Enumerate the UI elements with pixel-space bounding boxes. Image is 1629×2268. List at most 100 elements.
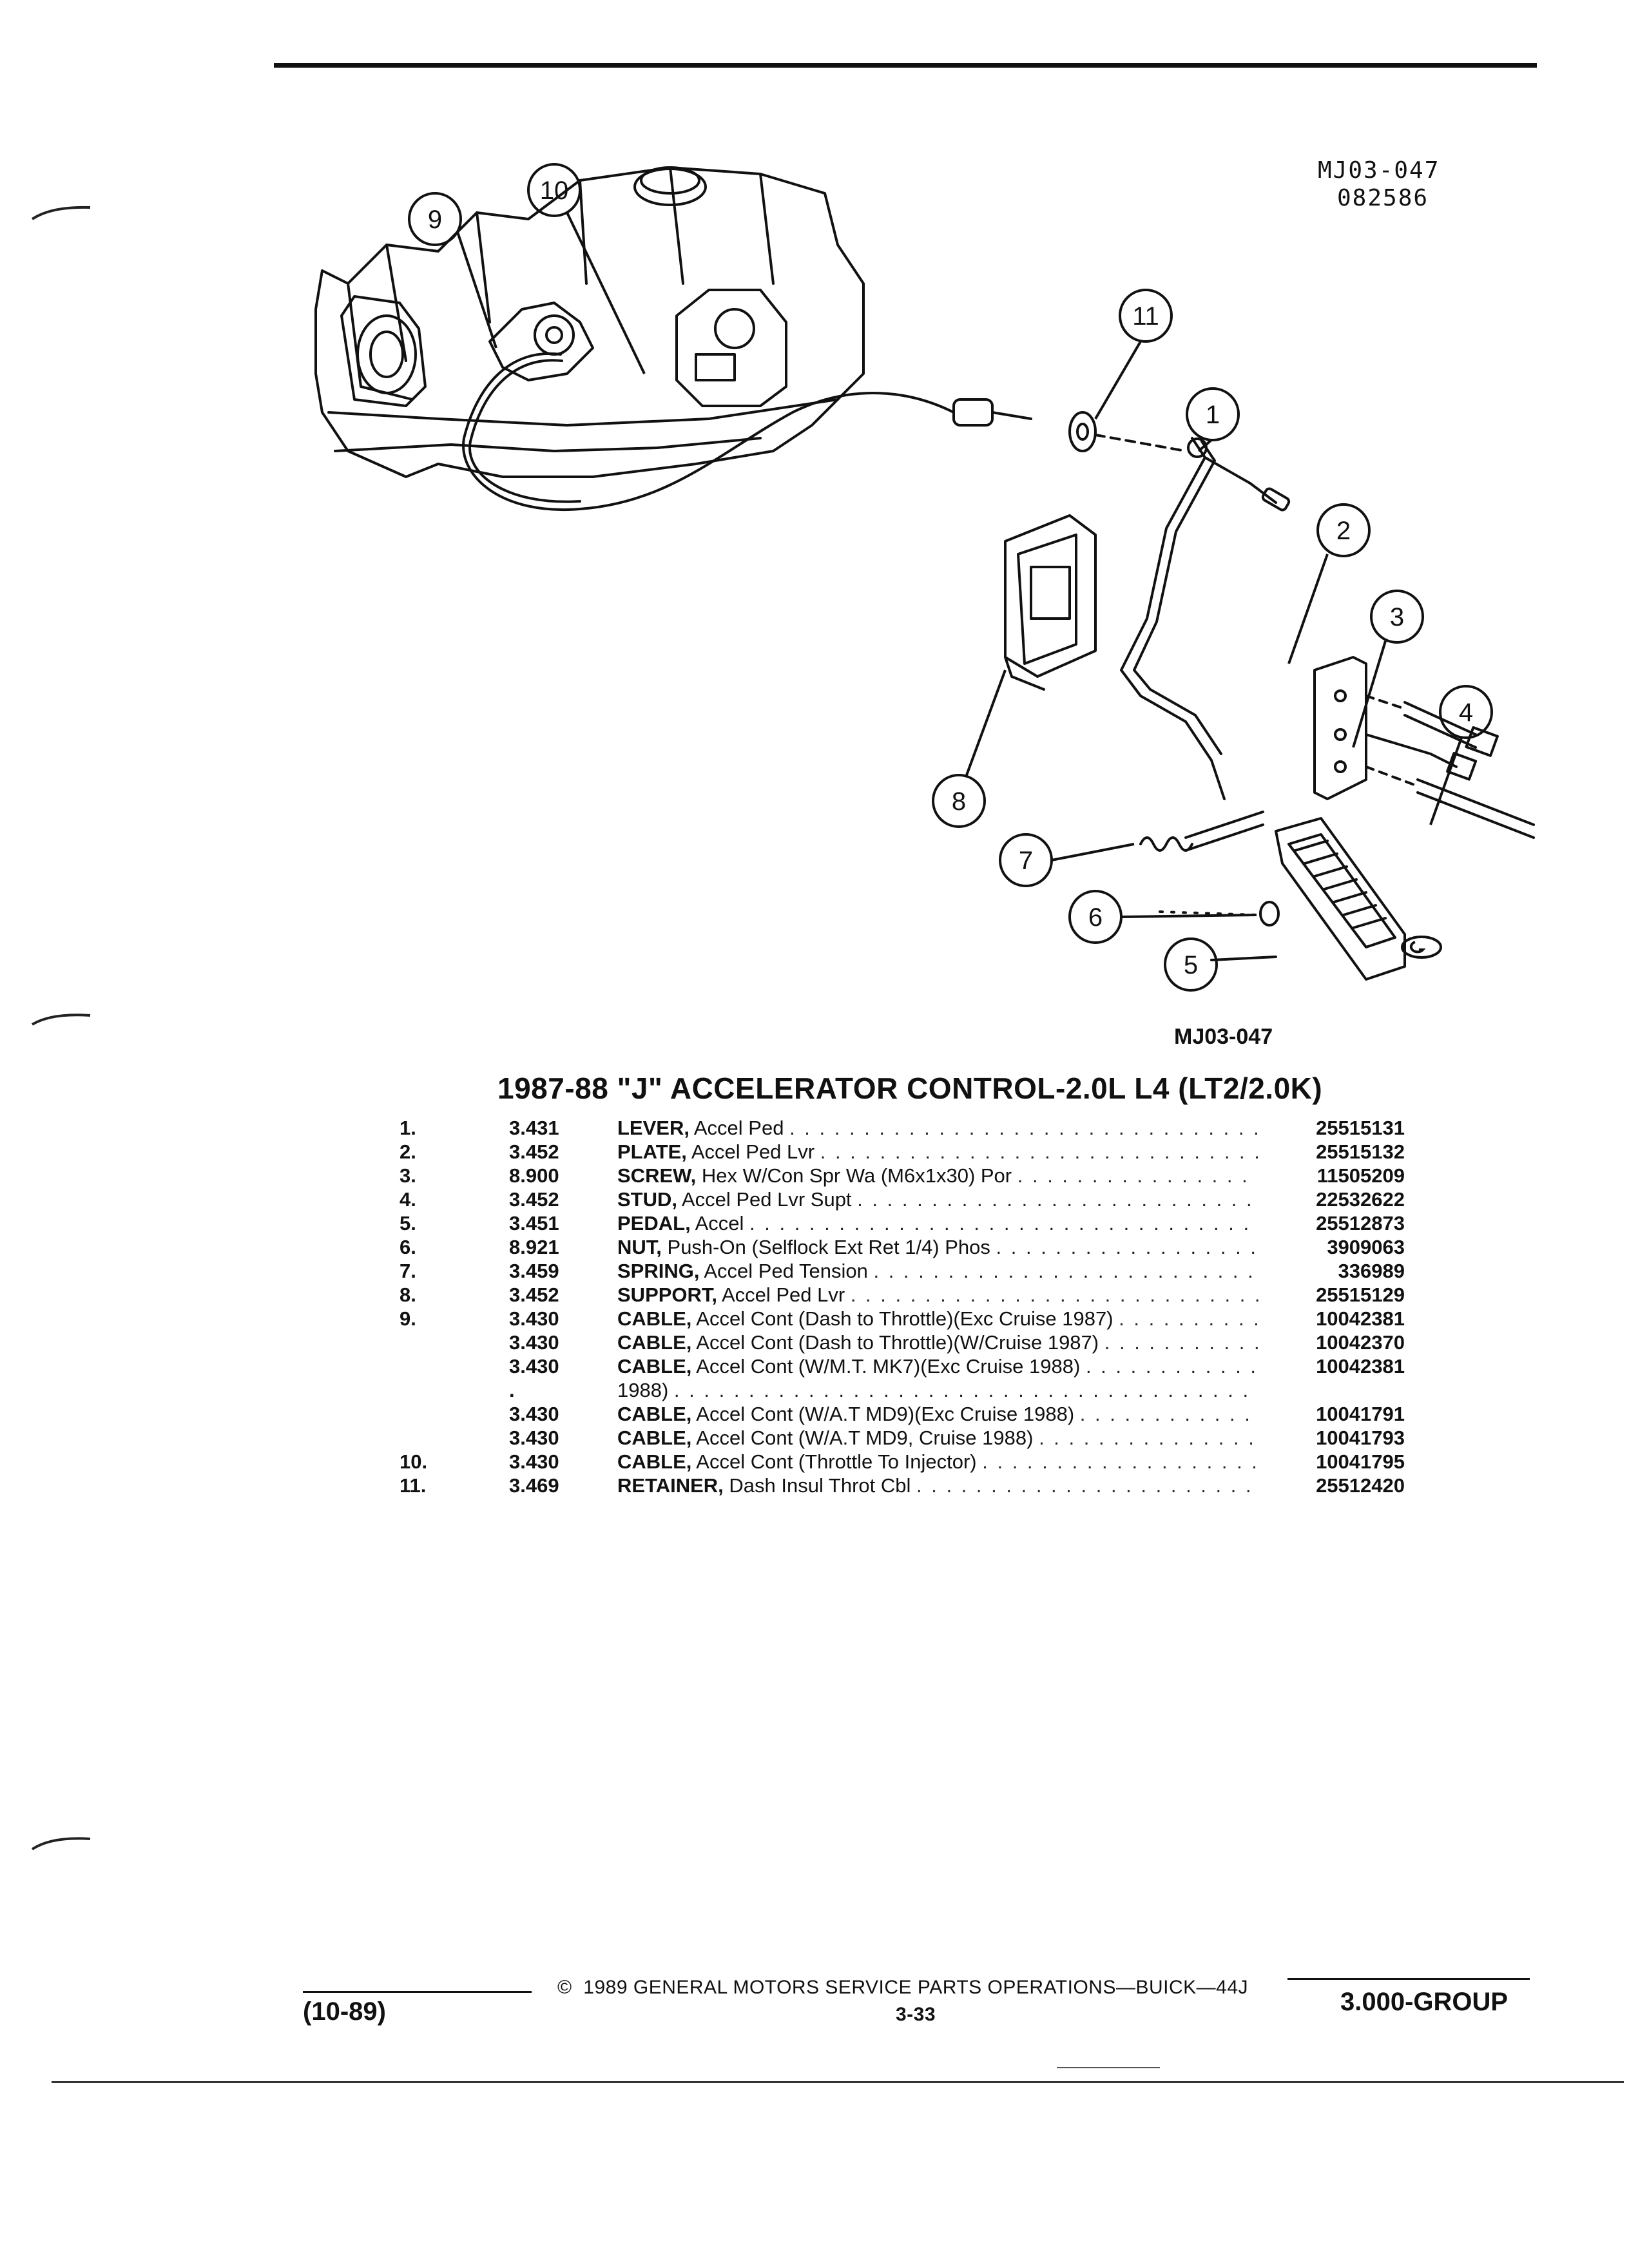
part-number: 10042381	[1316, 1355, 1405, 1378]
group-number: 3.452	[509, 1140, 559, 1163]
page-number: 3-33	[896, 2004, 936, 2025]
callout-9: 9	[428, 206, 442, 234]
part-description: SCREW, Hex W/Con Spr Wa (M6x1x30) Por . …	[617, 1164, 1258, 1187]
callout-4: 4	[1459, 698, 1473, 727]
part-number: 25515131	[1316, 1117, 1405, 1139]
part-name: CABLE,	[617, 1450, 692, 1473]
part-description: CABLE, Accel Cont (Throttle To Injector)…	[617, 1450, 1258, 1474]
group-number: 3.430	[509, 1450, 559, 1473]
part-description: PLATE, Accel Ped Lvr . . . . . . . . . .…	[617, 1140, 1258, 1164]
group-number: 3.459	[509, 1260, 559, 1282]
part-description: STUD, Accel Ped Lvr Supt . . . . . . . .…	[617, 1187, 1258, 1211]
group-number: 3.431	[509, 1117, 559, 1139]
part-name: CABLE,	[617, 1403, 692, 1425]
part-number: 10042381	[1316, 1307, 1405, 1330]
top-rule	[274, 63, 1537, 68]
parts-row: 3.430 CABLE, Accel Cont (W/M.T. MK7)(Exc …	[400, 1354, 1405, 1378]
figure-code-top: MJ03-047	[1318, 157, 1440, 184]
part-detail: Push-On (Selflock Ext Ret 1/4) Phos	[667, 1236, 990, 1258]
engine-block	[314, 166, 865, 478]
leader-dots: . . . . . . . . . . . . . . . . . . . . …	[916, 1474, 1258, 1497]
bottom-rule	[52, 2081, 1624, 2083]
part-description: CABLE, Accel Cont (Dash to Throttle)(W/C…	[617, 1331, 1258, 1354]
callout-5: 5	[1184, 951, 1198, 979]
part-description: SUPPORT, Accel Ped Lvr . . . . . . . . .…	[617, 1283, 1258, 1307]
item-number: 7.	[400, 1260, 416, 1282]
part-name: CABLE,	[617, 1427, 692, 1449]
callout-10: 10	[540, 177, 569, 205]
parts-row: 3. 8.900 SCREW, Hex W/Con Spr Wa (M6x1x30)…	[400, 1164, 1405, 1187]
item-number: 8.	[400, 1283, 416, 1306]
part-detail: Accel Ped Tension	[704, 1260, 868, 1282]
item-number: 6.	[400, 1236, 416, 1258]
accelerator-control-diagram: 9 10 11 1 2 3 4 8 7 6 5	[314, 163, 1535, 992]
leader-dots: . . . . . . . . . . . . . . . . . . . . …	[789, 1117, 1258, 1139]
part-description: SPRING, Accel Ped Tension . . . . . . . …	[617, 1259, 1258, 1283]
leader-dots: . . . . . . . . . . . . . . . . . . . . …	[820, 1140, 1258, 1163]
part-name: STUD,	[617, 1188, 677, 1211]
group-number: .	[509, 1379, 515, 1401]
leader-dots: . . . . . . . . . . . . . . . . . . . . …	[857, 1188, 1258, 1211]
item-number: 3.	[400, 1164, 416, 1187]
part-description: CABLE, Accel Cont (W/A.T MD9)(Exc Cruise…	[617, 1402, 1258, 1426]
part-description: PEDAL, Accel . . . . . . . . . . . . . .…	[617, 1211, 1258, 1235]
part-name: RETAINER,	[617, 1474, 724, 1497]
part-detail: Accel Cont (Dash to Throttle)(Exc Cruise…	[696, 1307, 1113, 1330]
callout-6: 6	[1088, 903, 1103, 932]
leader-dots: . . . . . . . . . . . . . . . . . . . . …	[850, 1283, 1258, 1306]
part-detail: Accel Cont (W/A.T MD9)(Exc Cruise 1988)	[696, 1403, 1075, 1425]
group-number: 3.452	[509, 1188, 559, 1211]
part-description: NUT, Push-On (Selflock Ext Ret 1/4) Phos…	[617, 1235, 1258, 1259]
item-number: 10.	[400, 1450, 428, 1473]
leader-dots: . . . . . . . . . . . . . . . . . . . . …	[1017, 1164, 1258, 1187]
group-number: 8.900	[509, 1164, 559, 1187]
callout-7: 7	[1019, 847, 1033, 875]
group-number: 3.430	[509, 1355, 559, 1378]
figure-date-code: 082586	[1337, 185, 1429, 211]
callout-1: 1	[1206, 401, 1220, 429]
part-number: 10041795	[1316, 1450, 1405, 1473]
part-detail: Accel Cont (W/M.T. MK7)(Exc Cruise 1988)	[696, 1355, 1081, 1378]
group-number: 8.921	[509, 1236, 559, 1258]
group-number: 3.469	[509, 1474, 559, 1497]
part-detail: Accel	[695, 1212, 744, 1235]
part-number: 25515129	[1316, 1283, 1405, 1306]
parts-row: 4. 3.452 STUD, Accel Ped Lvr Supt . . . . …	[400, 1187, 1405, 1211]
part-detail: 1988)	[617, 1379, 669, 1401]
leader-dots: . . . . . . . . . . . . . . . . . . . . …	[1119, 1307, 1258, 1330]
part-number: 10042370	[1316, 1331, 1405, 1354]
leader-dots: . . . . . . . . . . . . . . . . . . . . …	[1079, 1403, 1258, 1425]
footer-rule-left	[303, 1991, 532, 1993]
leader-dots: . . . . . . . . . . . . . . . . . . . . …	[996, 1236, 1258, 1258]
leader-dots: . . . . . . . . . . . . . . . . . . . . …	[1104, 1331, 1258, 1354]
footer-copyright-line: © 1989 GENERAL MOTORS SERVICE PARTS OPER…	[557, 1977, 1248, 1999]
item-number: 1.	[400, 1117, 416, 1139]
group-number: 3.430	[509, 1403, 559, 1425]
leader-dots: . . . . . . . . . . . . . . . . . . . . …	[873, 1260, 1258, 1282]
part-name: CABLE,	[617, 1307, 692, 1330]
parts-row: 8. 3.452 SUPPORT, Accel Ped Lvr . . . . . …	[400, 1283, 1405, 1307]
leader-dots: . . . . . . . . . . . . . . . . . . . . …	[673, 1379, 1258, 1401]
margin-marks	[31, 206, 91, 1850]
part-name: NUT,	[617, 1236, 662, 1258]
part-name: SCREW,	[617, 1164, 697, 1187]
part-detail: Dash Insul Throt Cbl	[729, 1474, 911, 1497]
part-number: 11505209	[1316, 1164, 1405, 1187]
part-name: PEDAL,	[617, 1212, 691, 1235]
item-number: 4.	[400, 1188, 416, 1211]
callout-2: 2	[1336, 517, 1351, 545]
group-number: 3.452	[509, 1283, 559, 1306]
part-number: 3909063	[1327, 1236, 1405, 1258]
part-detail: Accel Ped Lvr Supt	[681, 1188, 852, 1211]
page-title: 1987-88 "J" ACCELERATOR CONTROL-2.0L L4 …	[497, 1072, 1323, 1105]
copyright-symbol: ©	[557, 1977, 572, 1998]
part-number: 336989	[1338, 1260, 1405, 1282]
part-name: CABLE,	[617, 1355, 692, 1378]
part-number: 10041791	[1316, 1403, 1405, 1425]
group-number: 3.430	[509, 1307, 559, 1330]
part-name: SUPPORT,	[617, 1283, 718, 1306]
